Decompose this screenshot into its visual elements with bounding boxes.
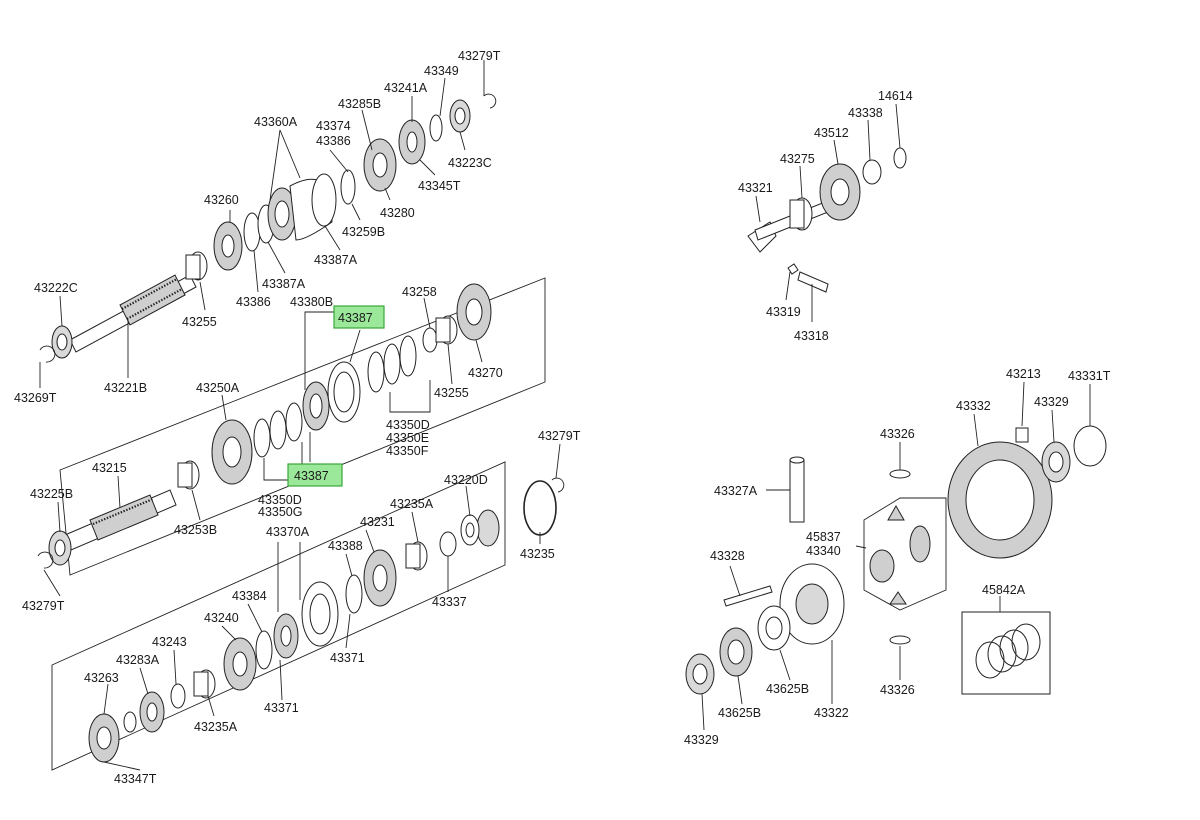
lower-shaft-assembly [51,461,506,771]
part-label[interactable]: 43328 [710,549,745,563]
part-label[interactable]: 43350F [386,444,429,458]
part-label[interactable]: 43285B [338,97,381,111]
part-label[interactable]: 43340 [806,544,841,558]
part-label[interactable]: 43225B [30,487,73,501]
part-label[interactable]: 43329 [684,733,719,747]
part-label[interactable]: 43350D [258,493,302,507]
part-label[interactable]: 43279T [22,599,65,613]
part-label[interactable]: 45837 [806,530,841,544]
highlight-box-bottom [287,463,343,487]
part-label[interactable]: 43386 [236,295,271,309]
part-label[interactable]: 43260 [204,193,239,207]
part-label[interactable]: 43388 [328,539,363,553]
part-label[interactable]: 43222C [34,281,78,295]
part-label[interactable]: 43350E [386,431,429,445]
part-label[interactable]: 43326 [880,427,915,441]
part-label[interactable]: 43327A [714,484,758,498]
part-label[interactable]: 43371 [264,701,299,715]
part-label[interactable]: 43345T [418,179,461,193]
part-label[interactable]: 43253B [174,523,217,537]
part-label[interactable]: 45842A [982,583,1026,597]
part-label[interactable]: 43319 [766,305,801,319]
part-label[interactable]: 43279T [458,49,501,63]
part-label[interactable]: 43512 [814,126,849,140]
part-label[interactable]: 43279T [538,429,581,443]
part-label[interactable]: 43280 [380,206,415,220]
part-label[interactable]: 43387A [314,253,358,267]
part-label[interactable]: 43384 [232,589,267,603]
part-label[interactable]: 43326 [880,683,915,697]
part-label[interactable]: 43349 [424,64,459,78]
part-label[interactable]: 43322 [814,706,849,720]
part-label[interactable]: 43337 [432,595,467,609]
part-label[interactable]: 14614 [878,89,913,103]
part-label[interactable]: 43380B [290,295,333,309]
part-label[interactable]: 43255 [182,315,217,329]
part-label[interactable]: 43283A [116,653,160,667]
part-label[interactable]: 43332 [956,399,991,413]
part-label[interactable]: 43241A [384,81,428,95]
part-label[interactable]: 43625B [718,706,761,720]
part-label[interactable]: 43235A [390,497,434,511]
part-label[interactable]: 43270 [468,366,503,380]
part-label[interactable]: 43220D [444,473,488,487]
part-label[interactable]: 43255 [434,386,469,400]
part-label[interactable]: 43263 [84,671,119,685]
part-label[interactable]: 43370A [266,525,310,539]
part-label[interactable]: 43269T [14,391,57,405]
part-label[interactable]: 43221B [104,381,147,395]
part-label[interactable]: 43243 [152,635,187,649]
highlighted-part-label[interactable]: 43387 [338,311,373,325]
middle-shaft-assembly [37,277,565,576]
part-label[interactable]: 43338 [848,106,883,120]
differential-assembly [685,425,1107,695]
part-label[interactable]: 43350G [258,505,302,519]
part-label[interactable]: 43387A [262,277,306,291]
part-label[interactable]: 43318 [794,329,829,343]
part-label[interactable]: 43371 [330,651,365,665]
part-label[interactable]: 43350D [386,418,430,432]
part-label[interactable]: 43321 [738,181,773,195]
part-label[interactable]: 43240 [204,611,239,625]
part-label[interactable]: 43235A [194,720,238,734]
highlighted-part-label[interactable]: 43387 [294,469,329,483]
part-label[interactable]: 43275 [780,152,815,166]
leader-lines [39,60,1091,771]
part-labels: 43279T 43349 43241A 43285B 43360A 43374 … [14,49,1111,786]
part-label[interactable]: 43235 [520,547,555,561]
part-label[interactable]: 43259B [342,225,385,239]
part-label[interactable]: 43360A [254,115,298,129]
highlight-box-top [333,305,385,329]
part-label[interactable]: 43329 [1034,395,1069,409]
part-label[interactable]: 43231 [360,515,395,529]
part-label[interactable]: 43331T [1068,369,1111,383]
part-label[interactable]: 43625B [766,682,809,696]
part-label[interactable]: 43347T [114,772,157,786]
part-label[interactable]: 43258 [402,285,437,299]
part-label[interactable]: 43250A [196,381,240,395]
part-label[interactable]: 43386 [316,134,351,148]
part-label[interactable]: 43213 [1006,367,1041,381]
upper-shaft-assembly [39,93,497,363]
part-label[interactable]: 43374 [316,119,351,133]
reverse-idler-assembly [747,147,907,293]
part-label[interactable]: 43223C [448,156,492,170]
part-label[interactable]: 43215 [92,461,127,475]
